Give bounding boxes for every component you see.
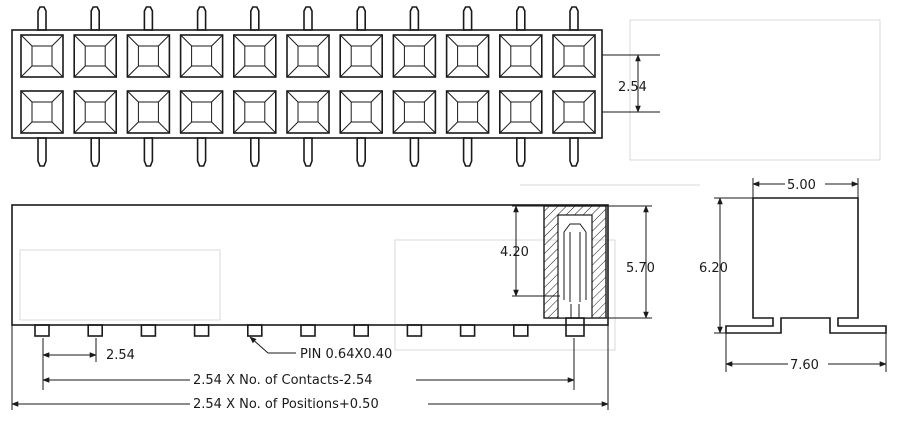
socket-grid bbox=[20, 34, 596, 134]
socket-cell bbox=[126, 90, 171, 134]
top-pin-upper bbox=[37, 6, 47, 31]
top-pin-upper bbox=[462, 6, 473, 31]
top-pins bbox=[37, 6, 579, 167]
front-body-outline bbox=[11, 204, 609, 326]
contact-section bbox=[543, 205, 607, 337]
top-pin-upper bbox=[356, 6, 366, 31]
top-view: 2.54 bbox=[11, 6, 660, 167]
socket-cell bbox=[392, 34, 437, 78]
top-pin-lower bbox=[303, 137, 313, 167]
socket-cell bbox=[20, 90, 64, 134]
pin-leader bbox=[249, 336, 269, 354]
socket-cell bbox=[73, 90, 117, 134]
background-ghost-lines bbox=[19, 19, 881, 351]
positions-label: 2.54 X No. of Positions+0.50 bbox=[193, 397, 379, 412]
top-pin-lower bbox=[196, 137, 207, 167]
socket-cell bbox=[20, 34, 64, 78]
front-pin bbox=[247, 324, 263, 337]
pin-size-label: PIN 0.64X0.40 bbox=[300, 347, 392, 362]
top-pin-upper bbox=[143, 6, 154, 31]
top-pin-lower bbox=[569, 137, 579, 167]
footprint-label: 7.60 bbox=[790, 358, 819, 373]
socket-cell bbox=[179, 34, 224, 78]
top-pin-upper bbox=[250, 6, 260, 31]
socket-cell bbox=[179, 90, 224, 134]
contacts-label: 2.54 X No. of Contacts-2.54 bbox=[193, 373, 372, 388]
top-pin-lower bbox=[516, 137, 526, 167]
front-pin bbox=[193, 324, 210, 337]
top-body-outline bbox=[11, 29, 603, 139]
pin-pitch-label: 2.54 bbox=[106, 348, 135, 363]
socket-cell bbox=[552, 34, 596, 78]
socket-cell bbox=[126, 34, 171, 78]
front-pin bbox=[406, 324, 423, 337]
row-pitch-label: 2.54 bbox=[618, 80, 647, 95]
front-pin bbox=[353, 324, 370, 337]
side-view: 5.00 6.20 7.60 bbox=[699, 176, 887, 373]
socket-cell bbox=[233, 90, 277, 134]
socket-cell bbox=[498, 34, 543, 78]
socket-cell bbox=[498, 90, 543, 134]
front-pin bbox=[512, 324, 529, 337]
socket-cell bbox=[233, 34, 277, 78]
top-pin-upper bbox=[303, 6, 313, 31]
socket-cell bbox=[286, 90, 330, 134]
top-pin-lower bbox=[409, 137, 420, 167]
socket-cell bbox=[339, 90, 384, 134]
side-width-label: 5.00 bbox=[787, 178, 816, 193]
socket-cell bbox=[445, 90, 490, 134]
socket-cell bbox=[286, 34, 330, 78]
body-height-label: 5.70 bbox=[626, 261, 655, 276]
top-pin-lower bbox=[37, 137, 47, 167]
top-pin-upper bbox=[196, 6, 207, 31]
socket-cell bbox=[392, 90, 437, 134]
front-pin bbox=[300, 324, 316, 337]
top-pin-upper bbox=[90, 6, 100, 31]
top-pin-upper bbox=[569, 6, 579, 31]
front-pin bbox=[87, 324, 103, 337]
top-pin-upper bbox=[516, 6, 526, 31]
front-view: 4.20 5.70 2.54 PIN 0.64X0.40 2.54 X No. … bbox=[11, 204, 655, 412]
front-pin bbox=[34, 324, 50, 337]
top-pin-lower bbox=[143, 137, 154, 167]
socket-cell bbox=[339, 34, 384, 78]
socket-cell bbox=[73, 34, 117, 78]
front-pin bbox=[459, 324, 476, 337]
side-height-label: 6.20 bbox=[699, 261, 728, 276]
top-pin-lower bbox=[90, 137, 100, 167]
top-pin-lower bbox=[356, 137, 366, 167]
top-pin-lower bbox=[250, 137, 260, 167]
socket-cell bbox=[552, 90, 596, 134]
front-pins bbox=[34, 324, 529, 337]
contact-depth-label: 4.20 bbox=[500, 245, 529, 260]
socket-cell bbox=[445, 34, 490, 78]
front-pin bbox=[140, 324, 157, 337]
side-profile bbox=[725, 197, 887, 334]
top-pin-lower bbox=[462, 137, 473, 167]
top-pin-upper bbox=[409, 6, 420, 31]
